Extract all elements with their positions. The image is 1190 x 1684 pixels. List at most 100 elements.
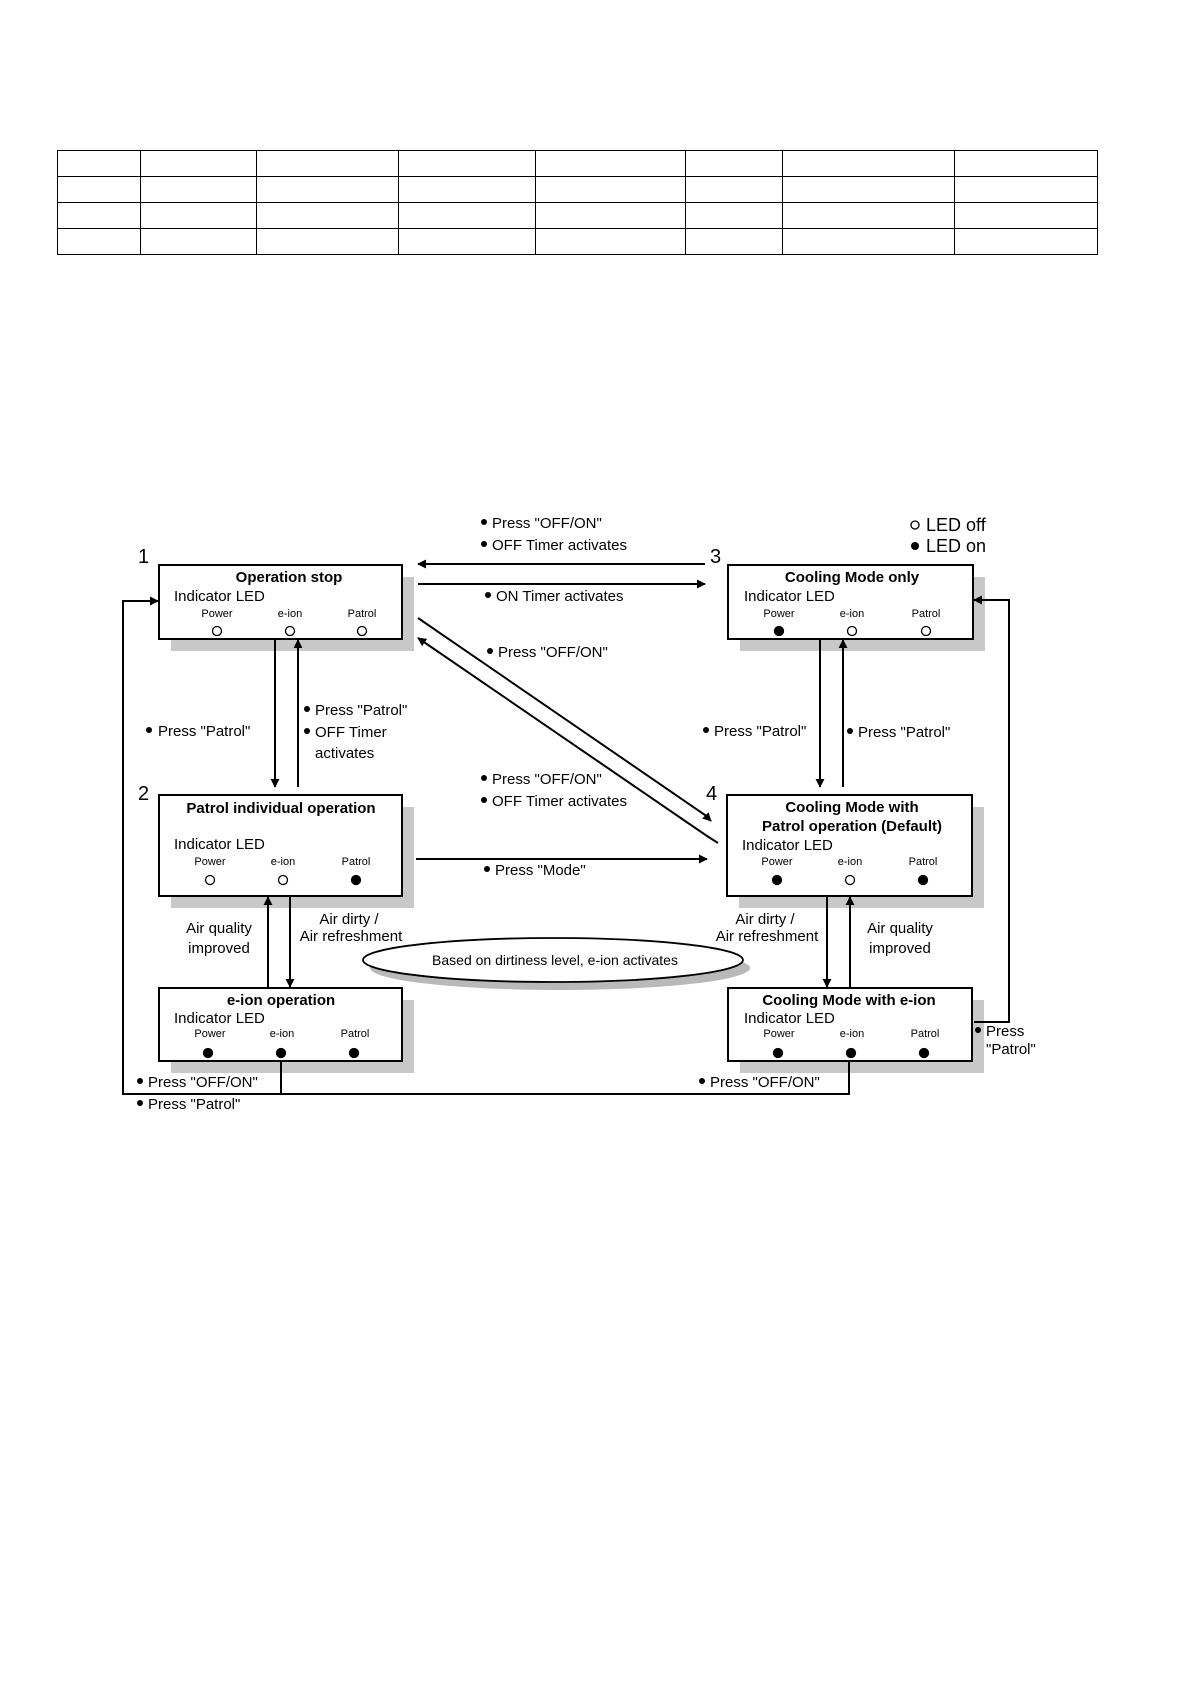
led-patrol-icon — [348, 1047, 360, 1059]
table-cell — [954, 176, 1098, 203]
table-cell — [398, 176, 536, 203]
state-1-number: 1 — [138, 546, 149, 568]
label-patrol-right: "Patrol" — [986, 1041, 1036, 1058]
table-row — [57, 228, 1098, 255]
label-press-offon-bottom-left: Press "OFF/ON" — [148, 1074, 258, 1091]
led-power-icon — [211, 625, 223, 637]
label-air-quality-left: Air quality — [186, 920, 252, 937]
bullet-icon — [481, 541, 487, 547]
led-patrol-icon — [350, 874, 362, 886]
state-eion-operation: e-ion operation Indicator LED Power e-io… — [158, 987, 414, 1073]
bullet-icon — [137, 1100, 143, 1106]
label-press-patrol-1-2: Press "Patrol" — [158, 723, 250, 740]
transition-arrows — [122, 559, 1010, 1095]
indicator-led-label: Indicator LED — [174, 1010, 265, 1027]
led-label-patrol: Patrol — [909, 856, 938, 868]
led-label-power: Power — [201, 608, 233, 620]
indicator-led-label: Indicator LED — [742, 837, 833, 854]
legend-off-label: LED off — [926, 515, 987, 535]
led-power-icon — [204, 874, 216, 886]
label-air-refresh-right: Air refreshment — [716, 928, 819, 945]
led-patrol-icon — [920, 625, 932, 637]
bullet-icon — [487, 648, 493, 654]
led-label-power: Power — [763, 608, 795, 620]
table-cell — [954, 228, 1098, 255]
table-row — [57, 176, 1098, 203]
led-eion-icon — [844, 874, 856, 886]
led-power-icon — [772, 1047, 784, 1059]
led-off-icon — [910, 520, 920, 530]
table-cell — [256, 228, 399, 255]
led-label-eion: e-ion — [840, 1028, 864, 1040]
note-text: Based on dirtiness level, e-ion activate… — [432, 952, 678, 968]
label-activates-2-1: activates — [315, 745, 374, 762]
bullet-icon — [304, 728, 310, 734]
bullet-icon — [481, 797, 487, 803]
label-press-patrol-4-3: Press "Patrol" — [858, 724, 950, 741]
legend-on-label: LED on — [926, 536, 986, 556]
table-cell — [685, 176, 783, 203]
bullet-icon — [137, 1078, 143, 1084]
led-on-icon — [911, 542, 919, 550]
bullet-icon — [304, 706, 310, 712]
label-press-offon-4-1: Press "OFF/ON" — [492, 771, 602, 788]
table-cell — [782, 150, 955, 177]
bullet-icon — [703, 727, 709, 733]
label-press-mode: Press "Mode" — [495, 862, 586, 879]
led-label-eion: e-ion — [840, 608, 864, 620]
label-press-offon-bottom-right: Press "OFF/ON" — [710, 1074, 820, 1091]
state-cooling-with-eion: Cooling Mode with e-ion Indicator LED Po… — [727, 987, 984, 1073]
table-cell — [535, 228, 686, 255]
table-cell — [535, 176, 686, 203]
led-label-power: Power — [194, 856, 226, 868]
table-cell — [57, 176, 141, 203]
led-label-patrol: Patrol — [342, 856, 371, 868]
dirtiness-note: Based on dirtiness level, e-ion activate… — [362, 937, 750, 990]
state-patrol-individual: Patrol individual operation Indicator LE… — [158, 794, 414, 908]
label-air-dirty-right: Air dirty / — [735, 911, 795, 928]
led-label-power: Power — [761, 856, 793, 868]
label-off-timer-4-1: OFF Timer activates — [492, 793, 627, 810]
state-cooling-mode-only: Cooling Mode only Indicator LED Power e-… — [727, 564, 985, 651]
led-label-patrol: Patrol — [341, 1028, 370, 1040]
led-eion-icon — [277, 874, 289, 886]
arrow-6-to-3 — [973, 595, 1010, 1023]
indicator-led-label: Indicator LED — [174, 588, 265, 605]
led-power-icon — [773, 625, 785, 637]
label-improved-left: improved — [188, 940, 250, 957]
label-press-patrol-2-1: Press "Patrol" — [315, 702, 407, 719]
label-off-timer-top: OFF Timer activates — [492, 537, 627, 554]
indicator-led-label: Indicator LED — [744, 588, 835, 605]
table-cell — [256, 176, 399, 203]
led-label-patrol: Patrol — [912, 608, 941, 620]
state-title: Patrol individual operation — [186, 800, 375, 817]
led-label-eion: e-ion — [278, 608, 302, 620]
state-title: Cooling Mode with e-ion — [762, 992, 935, 1009]
table-cell — [140, 228, 257, 255]
label-improved-right: improved — [869, 940, 931, 957]
label-press-right: Press — [986, 1023, 1024, 1040]
state-3-number: 3 — [710, 546, 721, 568]
arrow-5-to-1 — [122, 596, 282, 1095]
led-patrol-icon — [917, 874, 929, 886]
label-air-quality-right: Air quality — [867, 920, 933, 937]
led-patrol-icon — [918, 1047, 930, 1059]
bullet-icon — [481, 519, 487, 525]
led-eion-icon — [284, 625, 296, 637]
state-title: Operation stop — [236, 569, 343, 586]
table-cell — [782, 228, 955, 255]
indicator-led-label: Indicator LED — [174, 836, 265, 853]
state-title: Cooling Mode only — [785, 569, 920, 586]
table-cell — [256, 202, 399, 229]
led-eion-icon — [846, 625, 858, 637]
label-press-offon-top: Press "OFF/ON" — [492, 515, 602, 532]
arrow-1-to-4 — [417, 617, 712, 822]
bullet-icon — [847, 728, 853, 734]
state-title: e-ion operation — [227, 992, 335, 1009]
bullet-icon — [484, 866, 490, 872]
table-cell — [685, 228, 783, 255]
state-cooling-with-patrol: Cooling Mode with Patrol operation (Defa… — [726, 794, 984, 908]
led-label-patrol: Patrol — [911, 1028, 940, 1040]
